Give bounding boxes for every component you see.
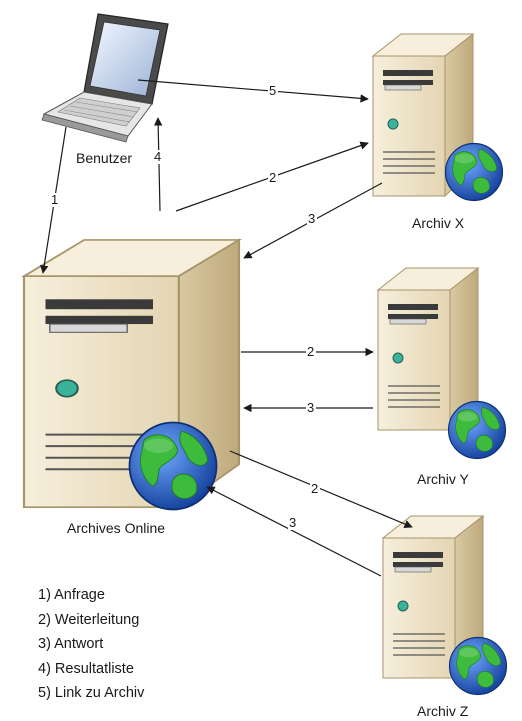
edge-label-3-z: 3 [289, 515, 296, 530]
arrow-benutzer-to-archiv-x [137, 79, 369, 103]
edge-label-2-y: 2 [307, 344, 314, 359]
edge-label-5: 5 [269, 83, 276, 98]
legend: 1) Anfrage 2) Weiterleitung 3) Antwort 4… [38, 583, 144, 706]
globe-icon [444, 142, 504, 202]
globe-icon [448, 636, 508, 696]
server-archiv-x [372, 33, 504, 202]
edge-label-2-z: 2 [311, 481, 318, 496]
edge-label-3-y: 3 [307, 400, 314, 415]
edge-label-3-x: 3 [308, 211, 315, 226]
legend-item: 1) Anfrage [38, 587, 105, 603]
node-label-benutzer: Benutzer [76, 150, 132, 166]
node-label-archives-online: Archives Online [67, 520, 165, 536]
legend-item: 4) Resultatliste [38, 660, 134, 677]
laptop-icon [41, 13, 169, 143]
edge-label-2-x: 2 [269, 170, 276, 185]
node-label-archiv-x: Archiv X [412, 215, 465, 231]
legend-item: 5) Link zu Archiv [38, 685, 145, 701]
globe-icon [447, 400, 507, 460]
legend-item: 3) Antwort [38, 636, 104, 652]
arrow-archiv-z-to-online [206, 486, 382, 577]
edge-label-4: 4 [154, 149, 161, 164]
arrow-online-to-benutzer [153, 117, 163, 212]
server-archiv-z [382, 515, 508, 696]
node-label-archiv-y: Archiv Y [417, 471, 470, 487]
server-archives-online [22, 238, 241, 511]
server-archiv-y [377, 267, 507, 460]
arrow-online-to-archiv-z [229, 450, 413, 528]
edge-label-1: 1 [51, 192, 58, 207]
globe-icon [128, 421, 218, 511]
node-label-archiv-z: Archiv Z [417, 703, 469, 719]
legend-item: 2) Weiterleitung [38, 611, 140, 628]
